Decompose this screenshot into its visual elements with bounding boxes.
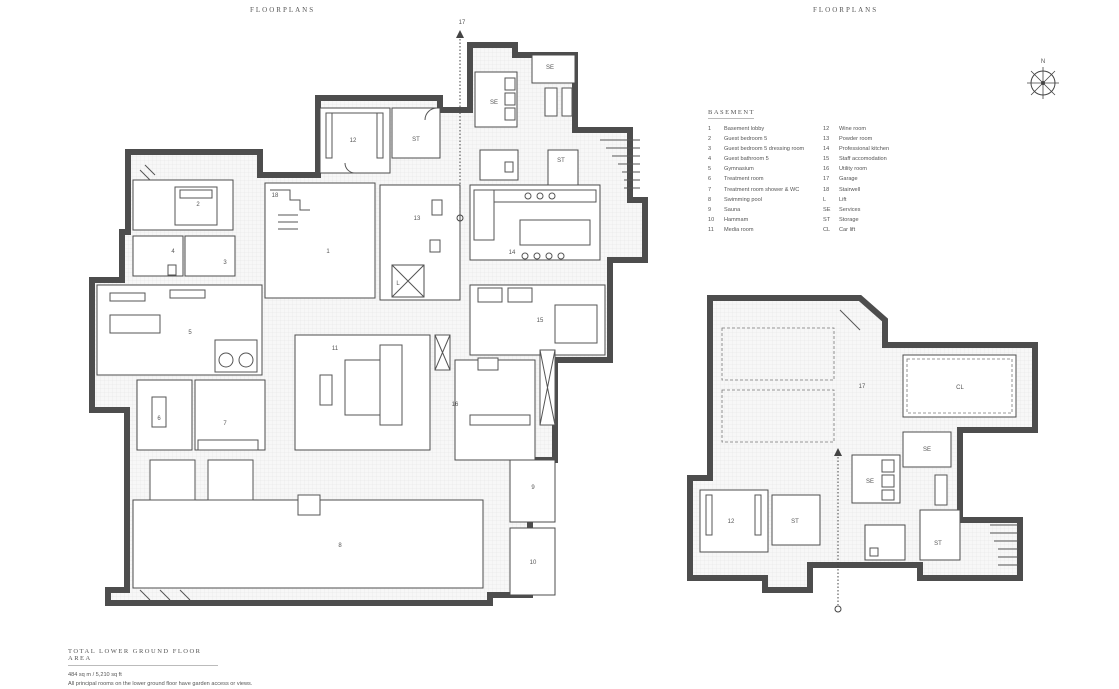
staircase-right [600, 139, 640, 189]
garage-label-12: 12 [728, 519, 735, 525]
room-label-lift: L [396, 281, 400, 287]
garage-label-cl: CL [956, 385, 964, 391]
room-label-13: 13 [414, 216, 421, 222]
garage-label-17: 17 [859, 384, 866, 390]
main-basement-plan [89, 30, 648, 606]
room-label-10: 10 [530, 560, 537, 566]
garage-label-st-2: ST [934, 541, 942, 547]
room-label-8: 8 [338, 543, 342, 549]
room-label-11: 11 [332, 346, 339, 352]
area-note: All principal rooms on the lower ground … [68, 681, 253, 687]
garage-plan [687, 295, 1038, 613]
room-label-se-1: SE [490, 100, 498, 106]
compass-icon [1027, 67, 1059, 99]
area-title: TOTAL LOWER GROUND FLOOR AREA [68, 648, 218, 666]
room-label-12: 12 [350, 138, 357, 144]
room-label-4: 4 [171, 249, 175, 255]
area-value: 484 sq m / 5,210 sq ft [68, 672, 122, 678]
room-label-1: 1 [326, 249, 330, 255]
floorplans-header-right: FLOORPLANS [813, 6, 879, 14]
room-label-9: 9 [531, 485, 535, 491]
room-label-6: 6 [157, 416, 161, 422]
room-label-18: 18 [272, 193, 279, 199]
garage-label-st-1: ST [791, 519, 799, 525]
room-label-16: 16 [452, 402, 459, 408]
room-label-14: 14 [509, 250, 516, 256]
compass-north-label: N [1041, 59, 1045, 65]
garage-label-se-1: SE [866, 479, 874, 485]
room-label-7: 7 [223, 421, 227, 427]
room-label-3: 3 [223, 260, 227, 266]
garage-label-se-2: SE [923, 447, 931, 453]
room-label-15: 15 [537, 318, 544, 324]
floorplans-header-left: FLOORPLANS [250, 6, 316, 14]
area-footer: TOTAL LOWER GROUND FLOOR AREA 484 sq m /… [68, 648, 408, 689]
key-title: BASEMENT [708, 109, 754, 119]
room-label-5: 5 [188, 330, 192, 336]
room-label-17: 17 [459, 20, 466, 26]
room-label-st-1: ST [412, 137, 420, 143]
room-label-2: 2 [196, 202, 200, 208]
room-label-se-2: SE [546, 65, 554, 71]
room-label-st-2: ST [557, 158, 565, 164]
